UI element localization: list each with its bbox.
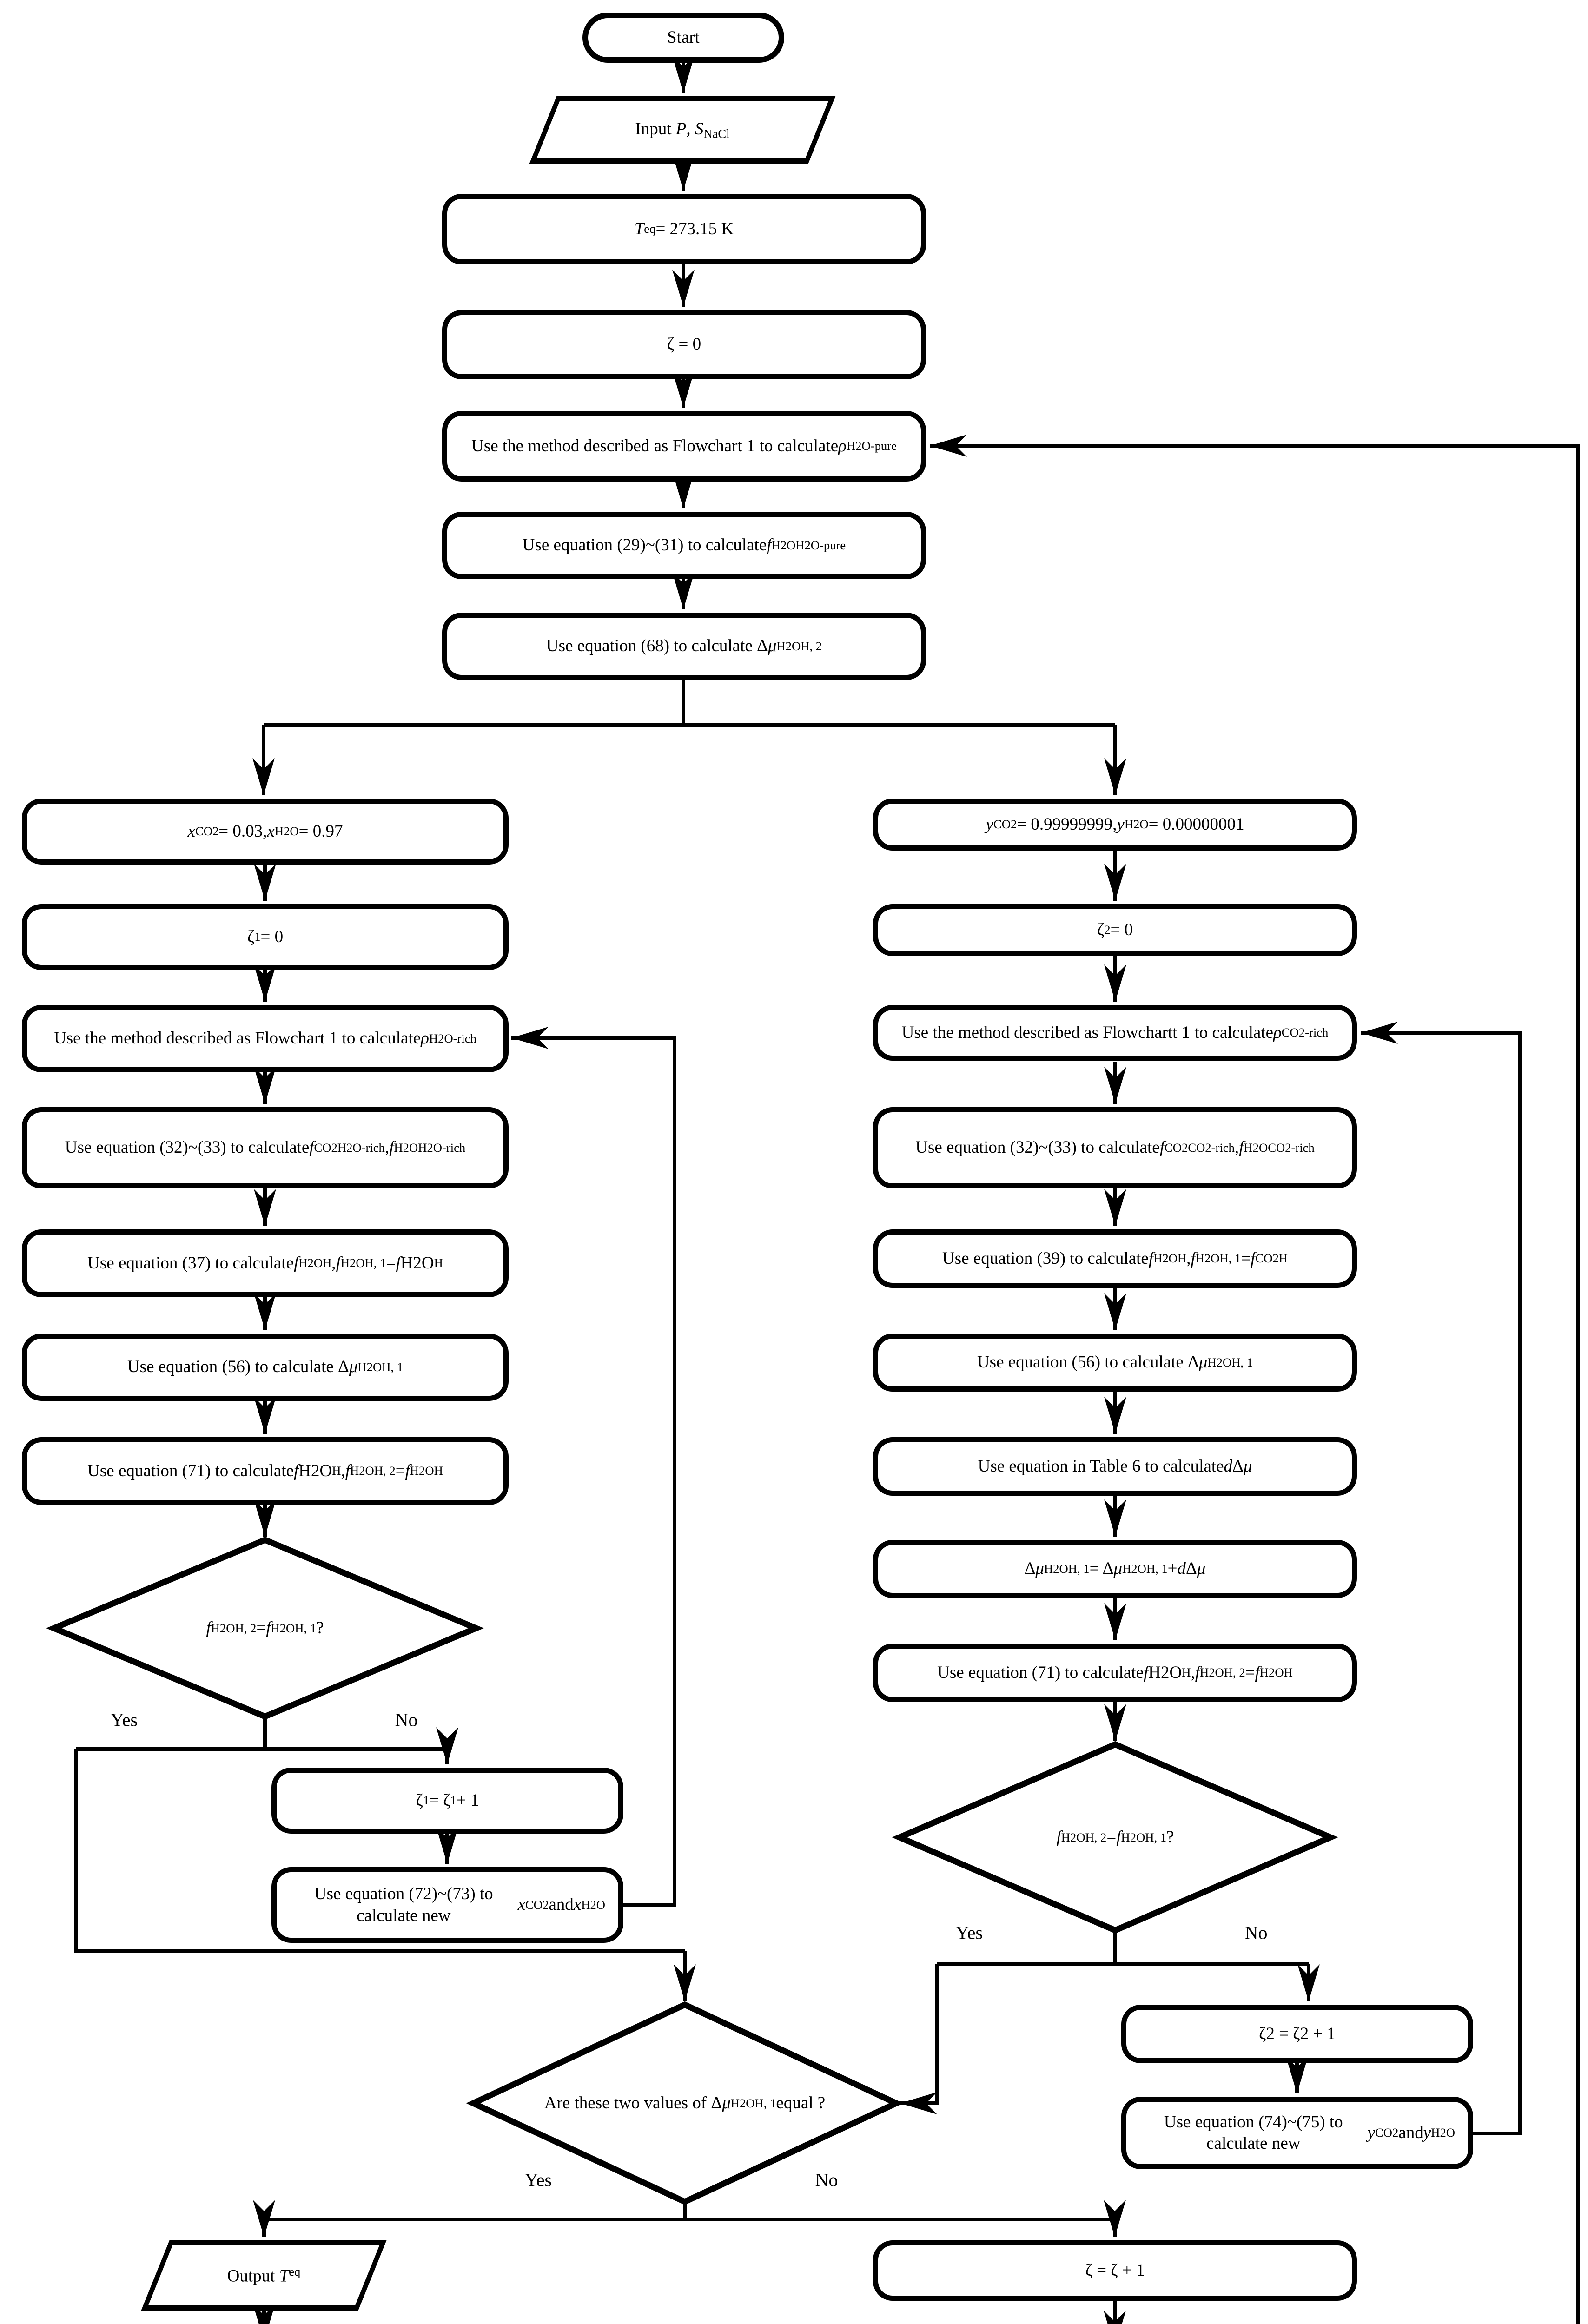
process-eq74-75: Use equation (74)~(75) to calculate new … bbox=[1121, 2097, 1473, 2169]
process-rho-co2-rich: Use the method described as Flowchartt 1… bbox=[873, 1005, 1357, 1061]
flow-edge bbox=[930, 435, 1580, 2324]
decision-left-diamond bbox=[46, 1536, 484, 1720]
decision-final-yes-label: Yes bbox=[524, 2169, 552, 2191]
decision-final-no-label: No bbox=[815, 2169, 838, 2191]
flow-edge bbox=[74, 1749, 685, 1953]
decision-right-diamond bbox=[892, 1741, 1338, 1934]
flow-edge bbox=[511, 1027, 676, 1907]
decision-left-no-label: No bbox=[395, 1709, 418, 1730]
decision-left-yes-label: Yes bbox=[110, 1709, 138, 1730]
flow-edge bbox=[900, 1964, 939, 2114]
input-parallelogram: Input P, SNaCl bbox=[529, 96, 836, 164]
flow-edge bbox=[1361, 1022, 1522, 2135]
decision-right-yes-label: Yes bbox=[955, 1922, 983, 1943]
process-zeta-init: ζ = 0 bbox=[442, 310, 926, 379]
output-parallelogram: Output Teq bbox=[141, 2240, 387, 2311]
output-label: Output Teq bbox=[227, 2264, 301, 2286]
process-rho-h2o-rich: Use the method described as Flowchart 1 … bbox=[22, 1005, 509, 1072]
process-zeta-inc: ζ = ζ + 1 bbox=[873, 2240, 1357, 2301]
process-zeta2-inc: ζ2 = ζ2 + 1 bbox=[1121, 2005, 1473, 2063]
process-rho-h2o-pure: Use the method described as Flowchart 1 … bbox=[442, 411, 926, 482]
input-label: Input P, SNaCl bbox=[635, 119, 730, 140]
decision-final-diamond bbox=[466, 2001, 904, 2205]
process-eq72-73: Use equation (72)~(73) to calculate new … bbox=[271, 1867, 623, 1943]
decision-right-no-label: No bbox=[1244, 1922, 1268, 1943]
start-terminator: Start bbox=[582, 13, 784, 63]
